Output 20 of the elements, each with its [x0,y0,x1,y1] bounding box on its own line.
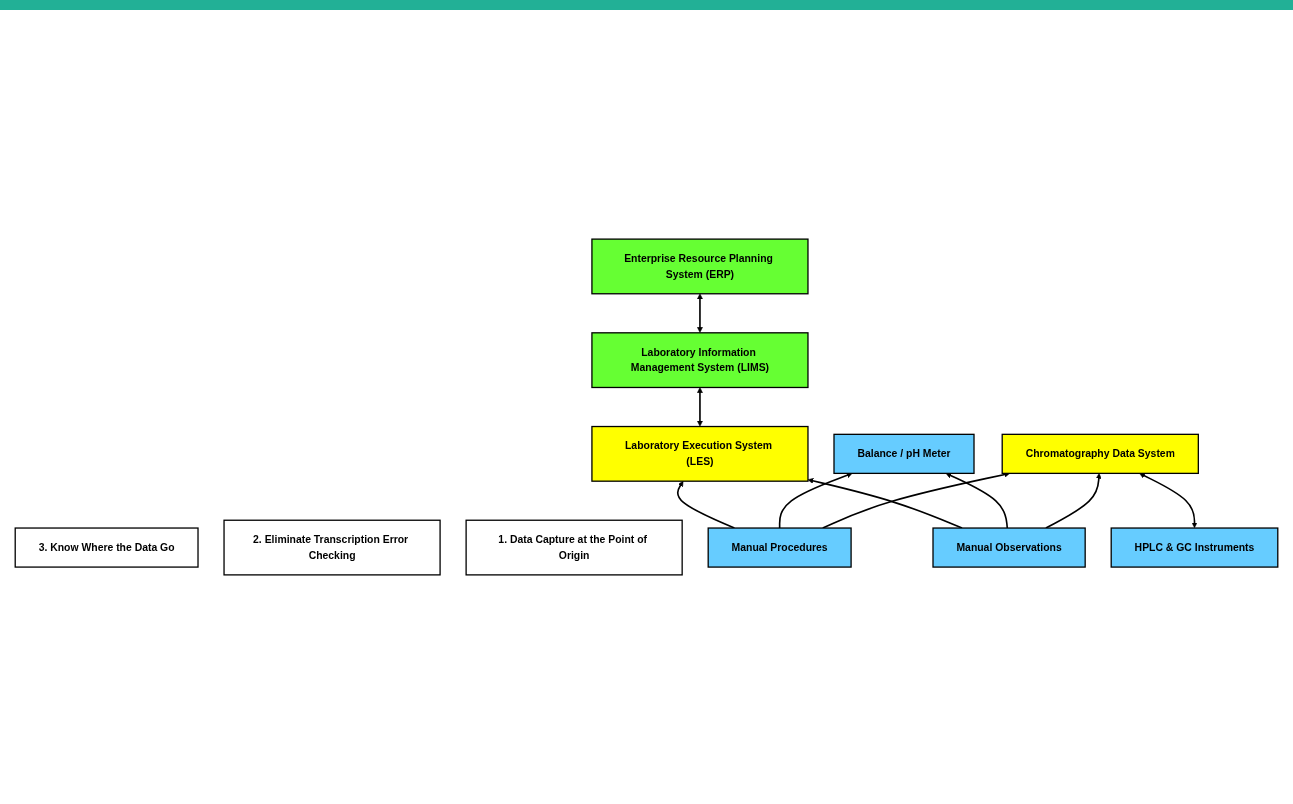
arrow [945,472,1009,529]
node-box: Manual Observations [932,527,1086,568]
node-box: Laboratory Information Management System (LIMS) [591,332,809,389]
arrow [1045,473,1102,529]
node-box: Manual Procedures [707,527,852,568]
node-box: Laboratory Execution System (LES) [591,425,809,482]
arrow [697,387,703,427]
node-box: 1. Data Capture at the Point of Origin [465,519,683,576]
node-box: 2. Eliminate Transcription Error Checking [223,519,441,576]
node-box: Chromatography Data System [1001,433,1199,474]
arrow [807,478,963,529]
node-box: Balance / pH Meter [833,433,975,474]
arrow [697,293,703,333]
arrow [821,471,1011,529]
node-box: Enterprise Resource Planning System (ERP) [591,238,809,295]
node-box: HPLC & GC Instruments [1110,527,1279,568]
node-box: 3. Know Where the Data Go [14,527,199,568]
arrow [1139,473,1198,529]
arrow [676,480,736,529]
arrow [778,472,853,529]
